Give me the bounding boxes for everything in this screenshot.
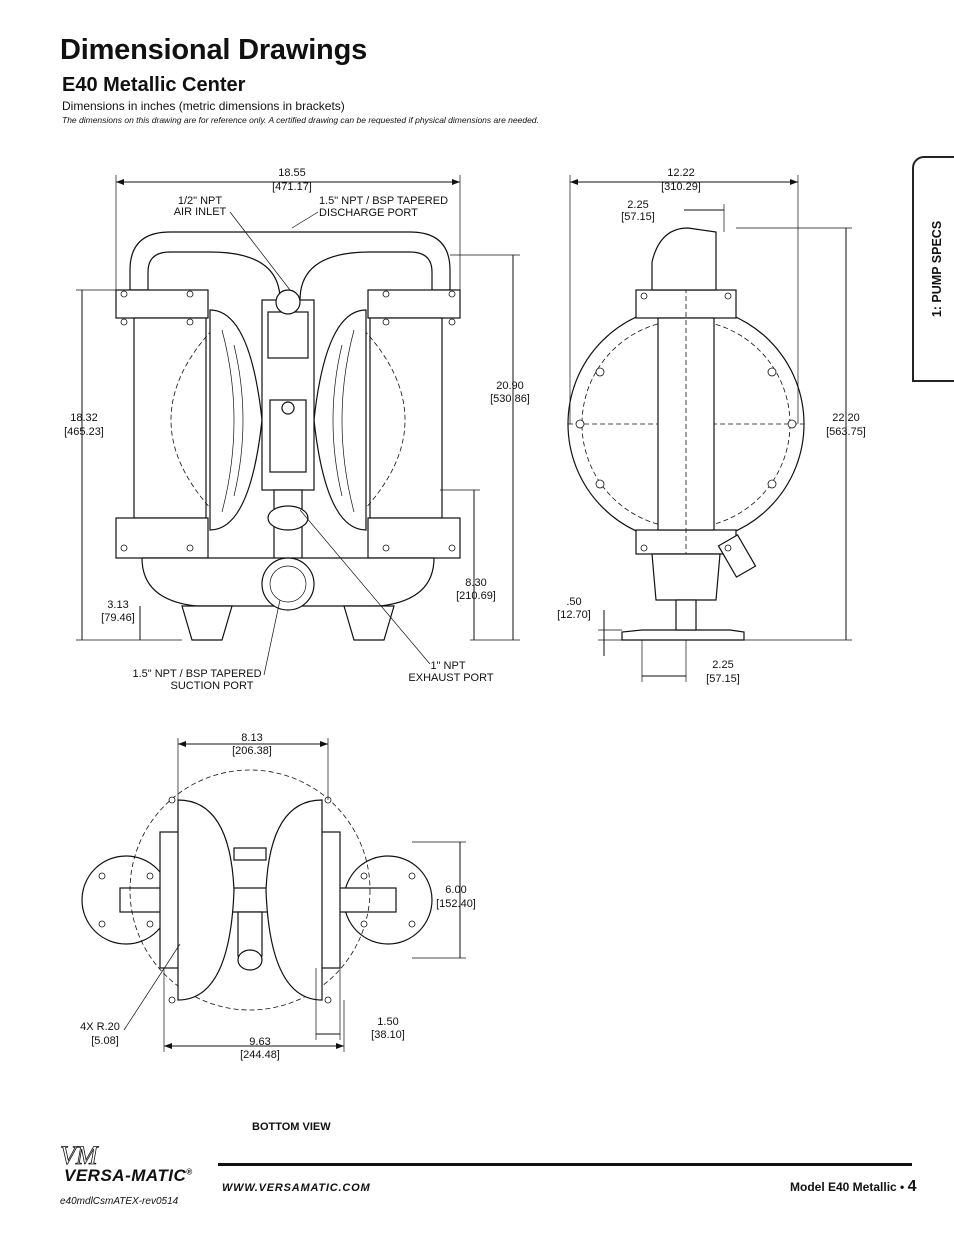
bottom-view-label: BOTTOM VIEW	[252, 1121, 331, 1133]
radius-mm: [5.08]	[91, 1035, 119, 1047]
logo-registered: ®	[186, 1167, 193, 1177]
svg-text:VM: VM	[60, 1141, 99, 1170]
website-link[interactable]: WWW.VERSAMATIC.COM	[222, 1182, 371, 1194]
front-height-in: 20.90	[496, 380, 524, 392]
exhaust-label-1: 1" NPT	[430, 660, 465, 672]
side-height-in: 18.32	[70, 412, 98, 424]
dimensions-note: Dimensions in inches (metric dimensions …	[62, 99, 345, 113]
base-height-mm: [79.46]	[101, 612, 135, 624]
side-view-dimensions	[569, 175, 852, 682]
bottom-offset-in: 2.25	[712, 659, 733, 671]
port-height-in: 8.30	[465, 577, 486, 589]
bottom-depth-mm: [152.40]	[436, 898, 476, 910]
logo-text: VERSA-MATIC	[64, 1166, 187, 1185]
top-offset-mm: [57.15]	[621, 211, 655, 223]
top-offset-in: 2.25	[627, 199, 648, 211]
front-view-pump	[115, 231, 461, 641]
port-height-mm: [210.69]	[456, 590, 496, 602]
front-view-dimensions	[76, 175, 520, 676]
base-thickness-mm: [12.70]	[557, 609, 591, 621]
discharge-label-2: DISCHARGE PORT	[319, 207, 418, 219]
page-title: Dimensional Drawings	[60, 34, 368, 66]
radius-in: 4X R.20	[80, 1021, 120, 1033]
discharge-label-1: 1.5" NPT / BSP TAPERED	[319, 195, 448, 207]
bottom-width-top-mm: [206.38]	[232, 745, 272, 757]
section-tab[interactable]: 1: PUMP SPECS	[912, 156, 954, 382]
side-height-total-mm: [563.75]	[826, 426, 866, 438]
base-height-in: 3.13	[107, 599, 128, 611]
bottom-width-in: 9.63	[249, 1036, 270, 1048]
page-number: 4	[907, 1178, 917, 1195]
versa-matic-logo: VM VERSA-MATIC®	[56, 1140, 216, 1195]
front-width-mm: [471.17]	[272, 181, 312, 193]
suction-label-2: SUCTION PORT	[171, 680, 254, 692]
side-width-in: 12.22	[667, 167, 695, 179]
front-height-mm: [530.86]	[490, 393, 530, 405]
slot-in: 1.50	[377, 1016, 398, 1028]
side-view-pump	[567, 227, 805, 641]
bottom-view-pump	[81, 769, 433, 1011]
slot-mm: [38.10]	[371, 1029, 405, 1041]
footer-rule	[218, 1163, 912, 1166]
bottom-offset-mm: [57.15]	[706, 673, 740, 685]
section-title: E40 Metallic Center	[62, 74, 246, 96]
air-inlet-label-1: 1/2" NPT	[178, 195, 223, 207]
side-height-mm: [465.23]	[64, 426, 104, 438]
side-width-mm: [310.29]	[661, 181, 701, 193]
air-inlet-label-2: AIR INLET	[174, 206, 227, 218]
document-code: e40mdlCsmATEX-rev0514	[60, 1196, 179, 1207]
reference-note: The dimensions on this drawing are for r…	[62, 115, 539, 125]
vm-logo-mark-icon: VM	[60, 1141, 100, 1170]
bottom-width-top-in: 8.13	[241, 732, 262, 744]
model-label: Model E40 Metallic •	[790, 1180, 908, 1194]
model-page-label: Model E40 Metallic • 4	[790, 1178, 916, 1196]
base-thickness-in: .50	[566, 596, 581, 608]
side-height-total-in: 22.20	[832, 412, 860, 424]
bottom-view-dimensions	[123, 738, 466, 1052]
suction-label-1: 1.5" NPT / BSP TAPERED	[132, 668, 261, 680]
dimension-labels: 18.55 [471.17] 1/2" NPT AIR INLET 1.5" N…	[64, 167, 866, 1061]
bottom-depth-in: 6.00	[445, 884, 466, 896]
front-width-in: 18.55	[278, 167, 306, 179]
bottom-width-mm: [244.48]	[240, 1049, 280, 1061]
exhaust-label-2: EXHAUST PORT	[408, 672, 493, 684]
